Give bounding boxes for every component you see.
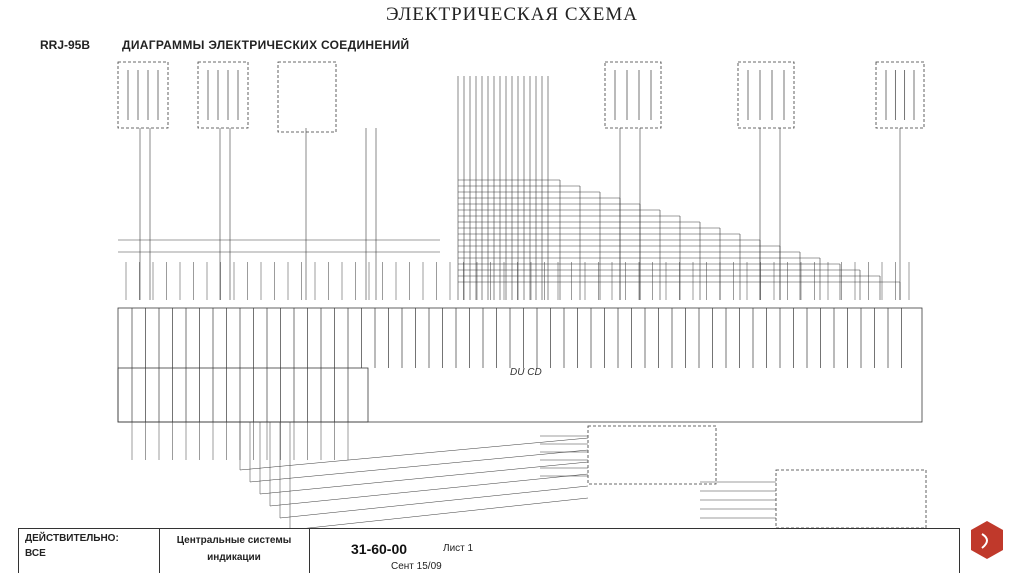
system-cell: Центральные системы индикации [159, 529, 310, 573]
validity-cell: ДЕЙСТВИТЕЛЬНО: ВСЕ [19, 529, 160, 573]
title-block: ДЕЙСТВИТЕЛЬНО: ВСЕ Центральные системы и… [18, 528, 960, 573]
validity-value: ВСЕ [25, 548, 46, 559]
presentation-logo-icon [971, 521, 1003, 559]
system-name-line1: Центральные системы [176, 535, 292, 546]
drawing-code: RRJ-95B [40, 38, 91, 52]
document-number: 31-60-00 [351, 541, 408, 557]
slide-title: ЭЛЕКТРИЧЕСКАЯ СХЕМА [386, 4, 638, 25]
system-name-line2: индикации [207, 552, 261, 563]
unit-label: DU CD [510, 367, 542, 378]
sheet-number: Лист 1 [443, 543, 474, 554]
validity-label: ДЕЙСТВИТЕЛЬНО: [25, 533, 119, 544]
revision-date: Сент 15/09 [391, 561, 442, 572]
drawing-title: ДИАГРАММЫ ЭЛЕКТРИЧЕСКИХ СОЕДИНЕНИЙ [122, 38, 410, 52]
